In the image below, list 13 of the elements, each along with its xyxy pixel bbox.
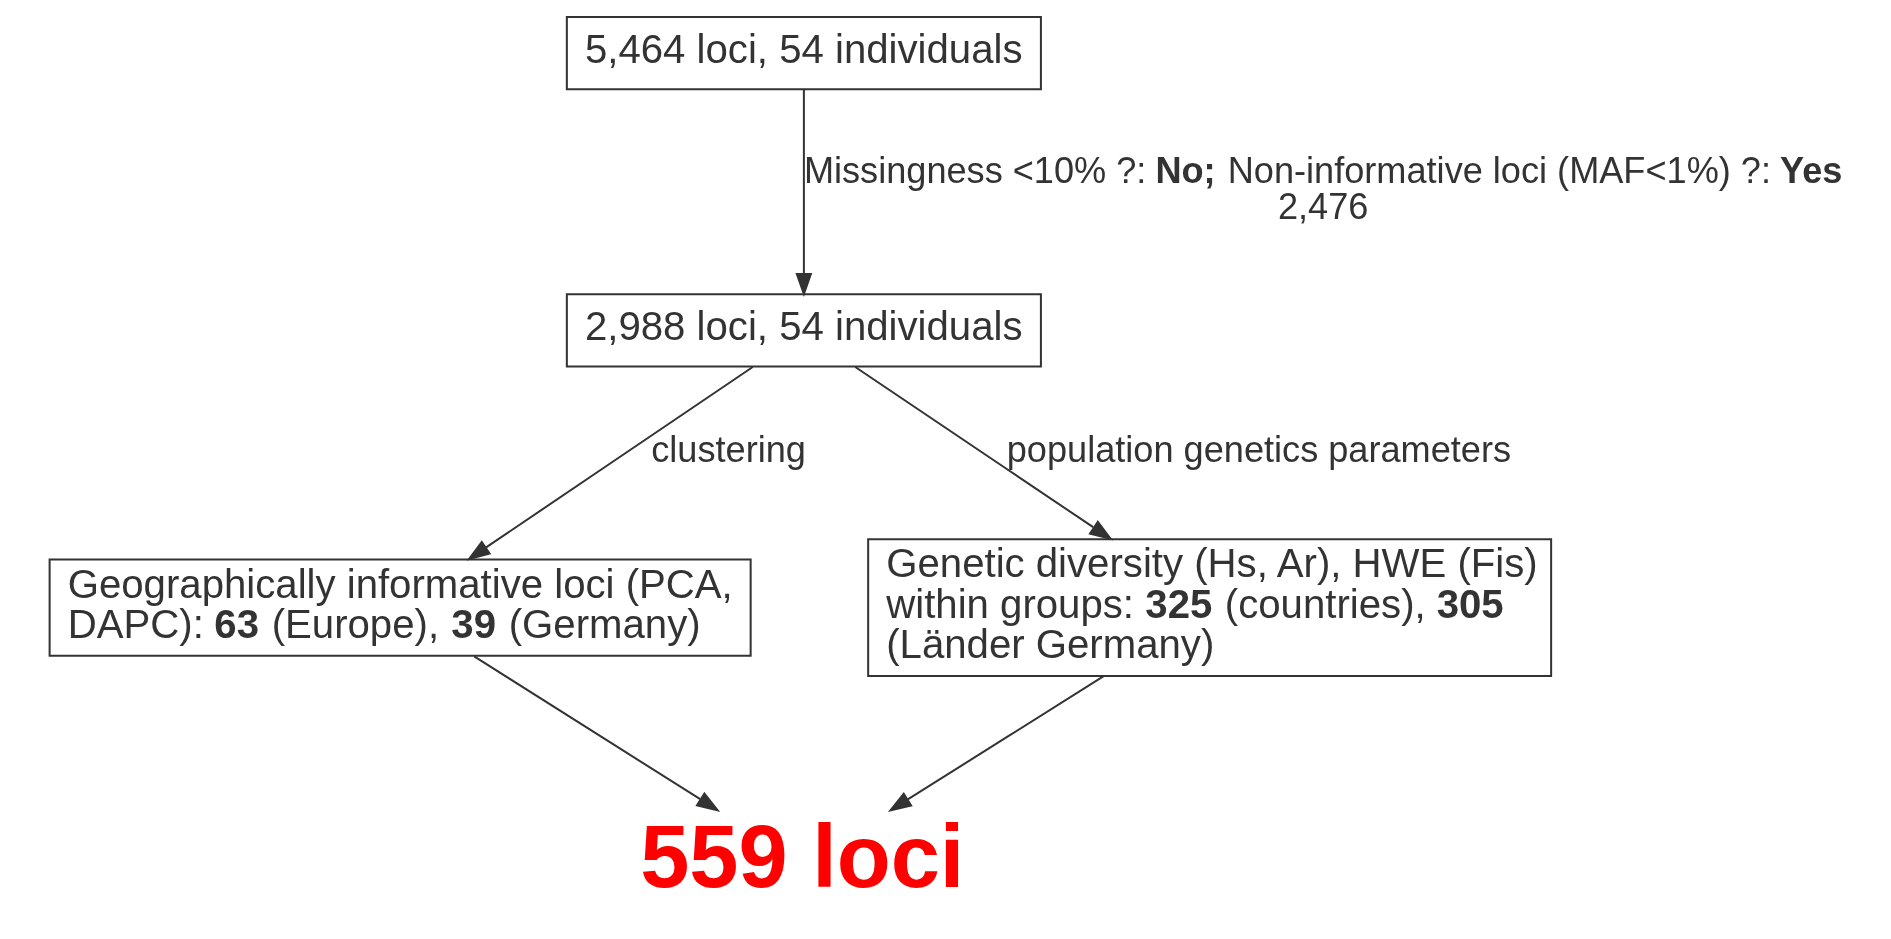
arrow (466, 365, 753, 561)
node-box: Geographically informative loci (PCA, DAPC): 63 (Europe), 39 (Germany) (48, 557, 752, 657)
node-box: 5,464 loci, 54 individuals (565, 15, 1042, 90)
edge-label: Missingness <10% ?: No; Non-informative loci (MAF<1%) ?: Yes 2,476 (803, 149, 1842, 227)
arrow (794, 89, 812, 297)
edge-label: population genetics parameters (1006, 428, 1511, 470)
arrow (887, 674, 1105, 812)
node-text: 559 loci (639, 806, 964, 906)
arrow (473, 655, 720, 812)
edge-label: clustering (650, 428, 806, 470)
node-box: 2,988 loci, 54 individuals (565, 292, 1042, 368)
arrow (854, 365, 1113, 541)
node-box: Genetic diversity (Hs, Ar), HWE (Fis) within groups: 325 (countries), 305 (Länder Germany) (866, 537, 1552, 677)
